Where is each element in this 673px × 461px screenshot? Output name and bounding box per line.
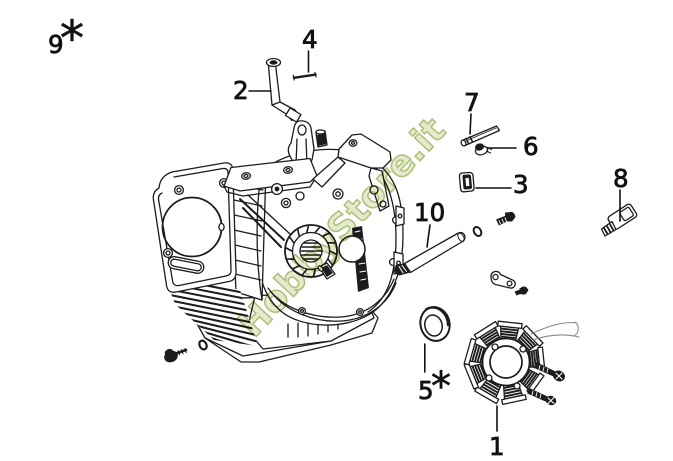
part-4-pin <box>292 71 317 81</box>
callout-10-label: 10 <box>414 198 445 227</box>
part-2-breather-tube <box>265 57 302 123</box>
part-7-pin <box>460 125 501 147</box>
callout-10-leader-line <box>426 224 431 248</box>
callout-7: 7 <box>464 88 480 135</box>
callout-10: 10 <box>414 198 446 248</box>
callout-2-label: 2 <box>233 76 249 105</box>
callout-1: 1 <box>489 405 505 461</box>
callout-5-star: * <box>431 364 451 410</box>
callout-6-label: 6 <box>523 132 539 161</box>
crankcase-drawing <box>152 120 405 363</box>
callout-8: 8 <box>613 164 629 222</box>
callout-9: 9 * <box>48 11 85 68</box>
callout-9-label: 9 <box>48 30 64 59</box>
callout-4: 4 <box>302 25 318 73</box>
case-screw <box>496 212 516 226</box>
part-8-plug <box>600 203 638 237</box>
case-details <box>239 182 379 292</box>
callout-5-label: 5 <box>418 376 434 405</box>
retainer-ring <box>472 226 483 237</box>
callout-1-label: 1 <box>489 432 505 461</box>
callout-4-label: 4 <box>302 25 318 54</box>
base-bolt <box>164 348 188 363</box>
callout-5: 5 * <box>418 343 451 410</box>
cylinder-fins <box>164 167 267 346</box>
callout-7-label: 7 <box>464 88 480 117</box>
callouts: 1 2 3 4 5 * 6 7 8 <box>48 11 629 461</box>
callout-3-label: 3 <box>513 170 529 199</box>
callout-6: 6 <box>487 132 539 161</box>
part-3-block <box>458 171 475 193</box>
callout-7-leader-line <box>469 113 472 135</box>
top-brackets <box>223 120 392 212</box>
part-10-shaft <box>394 231 466 276</box>
stay-screw <box>514 286 529 296</box>
part-5-oil-seal <box>419 306 451 342</box>
callout-9-star: * <box>60 11 84 67</box>
callout-2: 2 <box>233 76 272 105</box>
stay-bracket <box>490 270 516 289</box>
base-washer <box>198 339 208 351</box>
callout-3: 3 <box>475 170 529 199</box>
callout-8-label: 8 <box>613 164 629 193</box>
gasket-plate <box>152 162 237 293</box>
stator-screw-1 <box>534 361 565 382</box>
part-1-stator <box>463 320 580 406</box>
stator-screw-2 <box>527 388 557 406</box>
part-6-screw <box>474 143 493 156</box>
